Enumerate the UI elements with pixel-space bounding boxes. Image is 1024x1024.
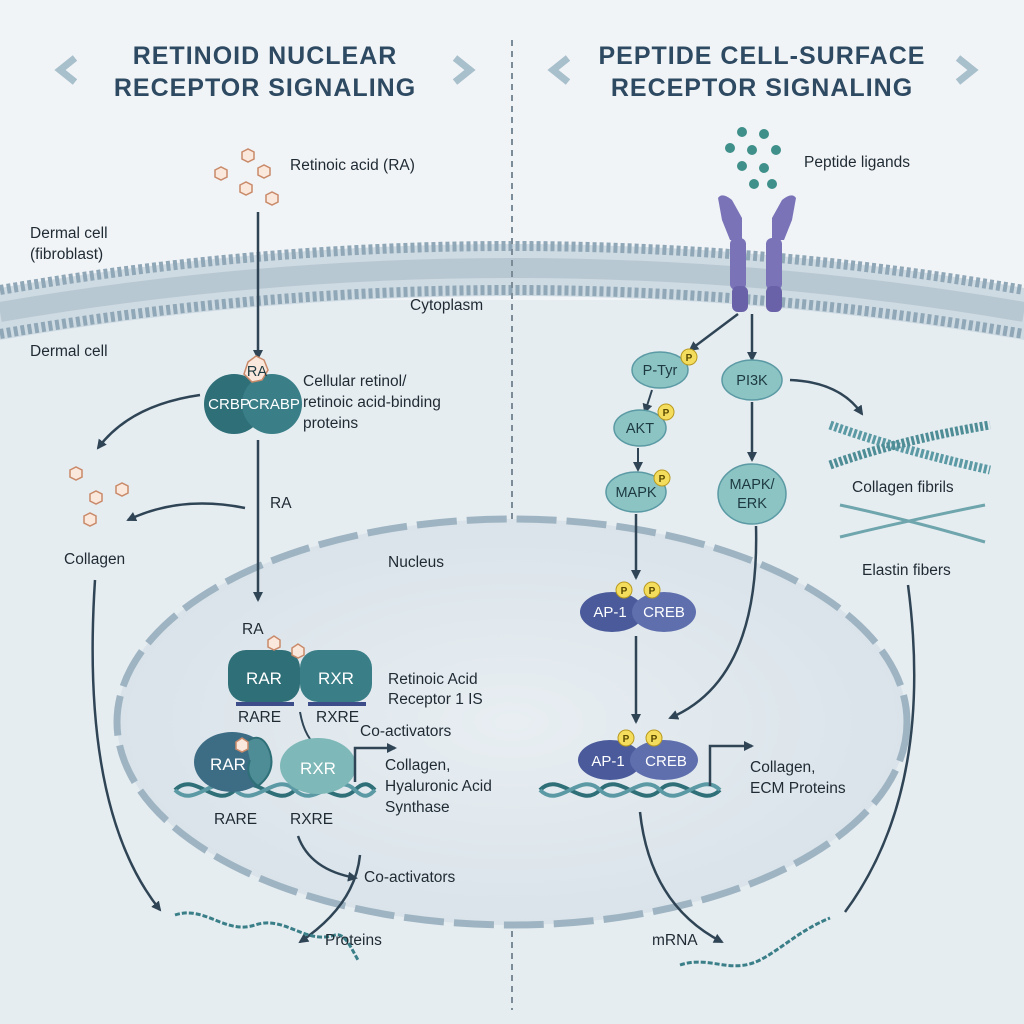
mapk-node: MAPK P: [605, 469, 671, 513]
mapk-label: MAPK: [615, 485, 656, 501]
proteins-arrow: [298, 854, 362, 944]
ap1-top-label: AP-1: [593, 604, 626, 621]
receptor-to-ptyr-arrow: [688, 313, 739, 352]
coactivators-bottom-label: Co-activators: [364, 869, 456, 886]
nucleus: [113, 515, 911, 929]
collagen-long-arrow: [91, 579, 162, 912]
right-title-line2: RECEPTOR SIGNALING: [611, 74, 913, 102]
retinoic-acid-label: Retinoic acid (RA): [290, 157, 415, 174]
dermal-cell-inner-label: Dermal cell: [30, 343, 108, 360]
left-target-line2: Hyaluronic Acid: [385, 778, 492, 795]
right-mrna-strand: [679, 916, 831, 968]
left-title: RETINOID NUCLEAR RECEPTOR SIGNALING: [54, 42, 476, 102]
ptyr-node: P-Tyr P: [631, 348, 698, 389]
coactivator-arrow: [296, 835, 358, 882]
binding-proteins-line1: Cellular retinol/: [303, 373, 407, 390]
collagen-fibrils: [828, 420, 991, 475]
mapk-phospho: P: [659, 474, 666, 485]
dermal-cell-label-line2: (fibroblast): [30, 246, 103, 263]
crbp-outflow-arrow: [96, 393, 201, 450]
rxr-top-label: RXR: [318, 669, 354, 688]
ap1-bottom-phospho: P: [623, 734, 630, 745]
akt-phospho: P: [663, 408, 670, 419]
elastin-fibers-label: Elastin fibers: [862, 562, 951, 579]
peptide-ligand-dots: [725, 127, 781, 189]
right-target-line2: ECM Proteins: [750, 780, 846, 797]
ra-to-collagen-arrow: [126, 502, 246, 522]
dna-helix-right: [538, 782, 722, 798]
rar-bottom-label: RAR: [210, 755, 246, 774]
creb-bottom-phospho: P: [651, 734, 658, 745]
binding-proteins-line3: proteins: [303, 415, 358, 432]
dna-to-mrna-arrow: [638, 811, 724, 944]
left-mrna-strand: [174, 911, 360, 961]
creb-top-phospho: P: [649, 586, 656, 597]
elastin-fibers: [839, 503, 986, 544]
pi3k-label: PI3K: [736, 373, 768, 389]
peptide-ligands-label: Peptide ligands: [804, 154, 910, 171]
transcription-start-right: [708, 741, 754, 786]
mapk-erk-line1: MAPK/: [729, 477, 775, 493]
collagen-label: Collagen: [64, 551, 125, 568]
ptyr-phospho: P: [686, 353, 693, 364]
ap1-creb-top: AP-1 CREB P P: [580, 581, 696, 632]
proteins-label: Proteins: [325, 932, 382, 949]
pi3k-node: PI3K: [721, 359, 783, 401]
collagen-fibrils-label: Collagen fibrils: [852, 479, 954, 496]
fibers-long-curve: [843, 584, 916, 913]
left-title-line1: RETINOID NUCLEAR: [133, 42, 398, 70]
mrna-label: mRNA: [652, 932, 698, 949]
right-title-line1: PEPTIDE CELL-SURFACE: [599, 42, 926, 70]
ap1-top-phospho: P: [621, 586, 628, 597]
cytoplasm-label: Cytoplasm: [410, 297, 483, 314]
receptor-label-line2: Receptor 1 IS: [388, 691, 483, 708]
akt-node: AKT P: [613, 403, 675, 447]
left-target-line1: Collagen,: [385, 757, 451, 774]
rare-top-label: RARE: [238, 709, 281, 726]
left-title-line2: RECEPTOR SIGNALING: [114, 74, 416, 102]
dermal-cell-label-line1: Dermal cell: [30, 225, 108, 242]
right-target-line1: Collagen,: [750, 759, 816, 776]
right-title: PEPTIDE CELL-SURFACE RECEPTOR SIGNALING: [547, 42, 979, 102]
transcription-start-left: [353, 743, 397, 782]
crabp-label: CRABP: [248, 396, 300, 413]
creb-bottom-label: CREB: [645, 753, 687, 770]
retinoic-acid-molecules: [214, 148, 279, 206]
mapk-erk-line2: ERK: [737, 496, 767, 512]
rar-rxr-bottom-dimer: RAR RXR: [194, 732, 356, 794]
rar-top-label: RAR: [246, 669, 282, 688]
creb-top-label: CREB: [643, 604, 685, 621]
cell-surface-receptor: [718, 195, 796, 312]
ra-badge-label: RA: [247, 364, 267, 380]
ap1-creb-bottom: AP-1 CREB P P: [578, 729, 698, 780]
nucleus-label: Nucleus: [388, 554, 444, 571]
receptor-label-line1: Retinoic Acid: [388, 671, 478, 688]
ra-scattered-molecules: [69, 466, 129, 527]
rxre-top-label: RXRE: [316, 709, 359, 726]
rare-bottom-label: RARE: [214, 811, 257, 828]
ptyr-label: P-Tyr: [643, 363, 678, 379]
ap1-bottom-label: AP-1: [591, 753, 624, 770]
binding-proteins-line2: retinoic acid-binding: [303, 394, 441, 411]
crbp-label: CRBP: [208, 396, 250, 413]
ra-nucleus-label: RA: [242, 621, 264, 638]
left-target-line3: Synthase: [385, 799, 450, 816]
coactivators-top-label: Co-activators: [360, 723, 452, 740]
rxr-bottom-label: RXR: [300, 759, 336, 778]
rar-rxr-top-dimer: RAR RXR: [228, 635, 372, 706]
ra-arrow-label: RA: [270, 495, 292, 512]
pi3k-to-fibrils-arrow: [789, 378, 864, 416]
crbp-crabp-complex: RA CRBP CRABP: [204, 355, 302, 434]
rxre-bottom-label: RXRE: [290, 811, 333, 828]
akt-label: AKT: [626, 421, 654, 437]
mapk-erk-node: MAPK/ ERK: [717, 463, 787, 525]
ptyr-to-akt-arrow: [642, 389, 653, 414]
erk-to-dna-arrow: [668, 525, 758, 720]
